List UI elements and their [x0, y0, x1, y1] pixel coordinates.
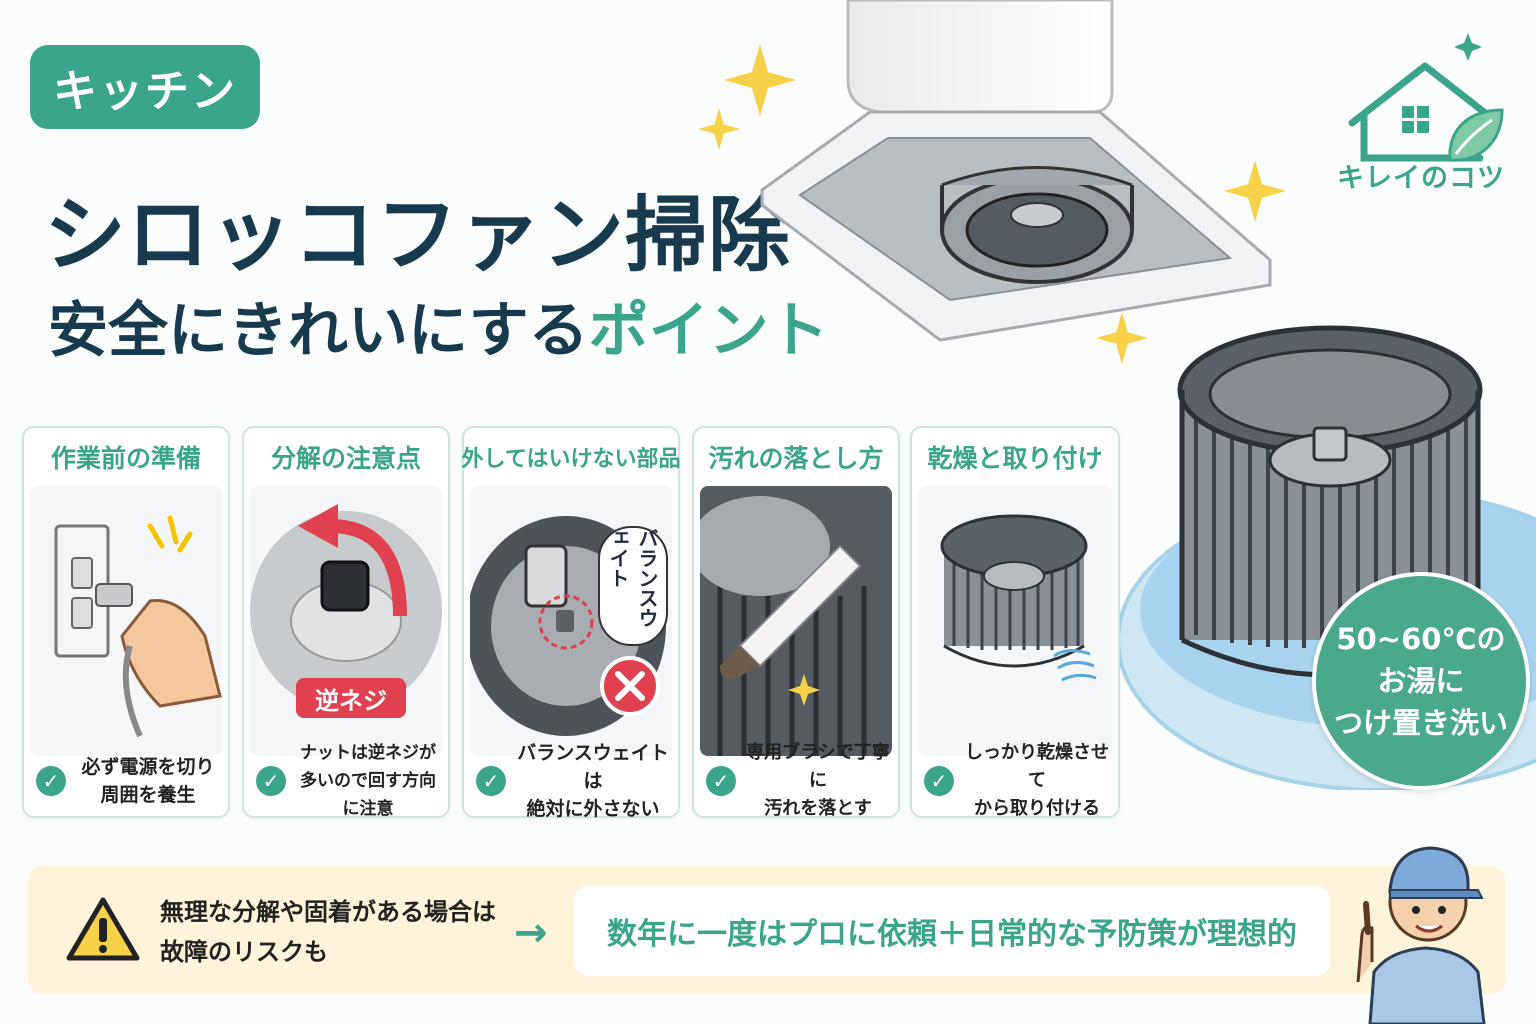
sparkle-icon [698, 108, 740, 150]
caption-line2: 汚れを落とす [764, 798, 872, 819]
card-illustration [918, 486, 1112, 756]
logo-text: キレイのコツ [1337, 163, 1505, 194]
badge-line3: つけ置き洗い [1333, 706, 1508, 740]
page-subtitle: 安全にきれいにするポイント [48, 282, 829, 369]
caption-line2: 絶対に外さない [526, 798, 660, 820]
caption-line1: バランスウェイトは [517, 742, 669, 792]
unplug-icon [54, 515, 222, 738]
caption-line2: 多いので回す方向に注意 [300, 771, 436, 819]
check-icon: ✓ [476, 766, 506, 796]
card-illustration [700, 486, 892, 756]
card-caption: ✓ しっかり乾燥させてから取り付ける [912, 742, 1118, 819]
caption-line2: から取り付ける [974, 798, 1100, 819]
page-title: シロッコファン掃除 [44, 188, 792, 283]
card-heading: 作業前の準備 [50, 444, 201, 473]
house-leaf-icon [1348, 33, 1504, 162]
step-card: 汚れの落とし方 ✓ 専用ブラシで丁寧に汚れを落とす [692, 426, 900, 819]
range-hood-illustration [760, 0, 1272, 342]
subtitle-main: 安全にきれいにする [48, 296, 589, 366]
card-caption: ✓ ナットは逆ネジが多いので回す方向に注意 [244, 743, 448, 819]
card-heading: 外してはいけない部品 [461, 447, 681, 472]
badge-line1: 50~60℃の [1336, 622, 1506, 656]
step-card: 外してはいけない部品 バランスウェイト ✓ バランスウェイトは絶対に外さない [461, 426, 681, 820]
caption-line1: しっかり乾燥させて [965, 742, 1109, 791]
card-illustration: バランスウェイト [470, 486, 672, 756]
sparkle-icon [724, 44, 796, 116]
warning-icon [66, 897, 140, 961]
caption-line1: 専用ブラシで丁寧に [746, 742, 890, 791]
caption-line2: 周囲を養生 [100, 784, 196, 806]
badge-line2: お湯に [1377, 664, 1465, 698]
dry-fan-icon [940, 514, 1097, 682]
card-illustration [30, 486, 222, 756]
card-heading: 分解の注意点 [270, 444, 421, 473]
step-card: 分解の注意点 逆ネジ ✓ ナットは逆ネジが多いので回す方向に注意 [242, 426, 450, 819]
sparkle-icon [1224, 160, 1286, 222]
reverse-thread-label: 逆ネジ [296, 678, 406, 718]
arrow-right-icon: → [514, 910, 548, 956]
check-icon: ✓ [256, 766, 286, 796]
card-heading: 乾燥と取り付け [927, 444, 1103, 473]
subtitle-accent: ポイント [588, 296, 829, 366]
check-icon: ✓ [924, 766, 954, 796]
warning-line1: 無理な分解や固着がある場合は [160, 898, 496, 926]
soak-temperature-badge: 50~60℃の お湯に つけ置き洗い [1312, 572, 1530, 790]
caption-line1: ナットは逆ネジが [300, 743, 436, 763]
card-heading: 汚れの落とし方 [708, 444, 884, 473]
balance-weight-callout: バランスウェイト [598, 526, 668, 646]
card-caption: ✓ 専用ブラシで丁寧に汚れを落とす [694, 742, 898, 819]
warning-line2: 故障のリスクも [160, 938, 328, 966]
card-caption: ✓ 必ず電源を切り周囲を養生 [24, 746, 228, 816]
check-icon: ✓ [36, 766, 66, 796]
reverse-thread-icon [250, 504, 442, 711]
sparkle-icon [1096, 312, 1148, 364]
step-card: 乾燥と取り付け ✓ しっかり乾燥させてから取り付ける [910, 426, 1120, 819]
recommendation-box: 数年に一度はプロに依頼＋日常的な予防策が理想的 [574, 886, 1330, 976]
category-tag: キッチン [30, 45, 260, 129]
warning-text: 無理な分解や固着がある場合は 故障のリスクも [160, 892, 496, 972]
worker-pointing-illustration [1356, 846, 1486, 1024]
caption-line1: 必ず電源を切り [81, 756, 215, 778]
brush-icon [700, 486, 892, 756]
card-illustration: 逆ネジ [250, 486, 442, 756]
card-caption: ✓ バランスウェイトは絶対に外さない [464, 742, 678, 820]
step-card: 作業前の準備 ✓ 必ず電源を切り周囲を養生 [22, 426, 230, 818]
check-icon: ✓ [706, 766, 736, 796]
